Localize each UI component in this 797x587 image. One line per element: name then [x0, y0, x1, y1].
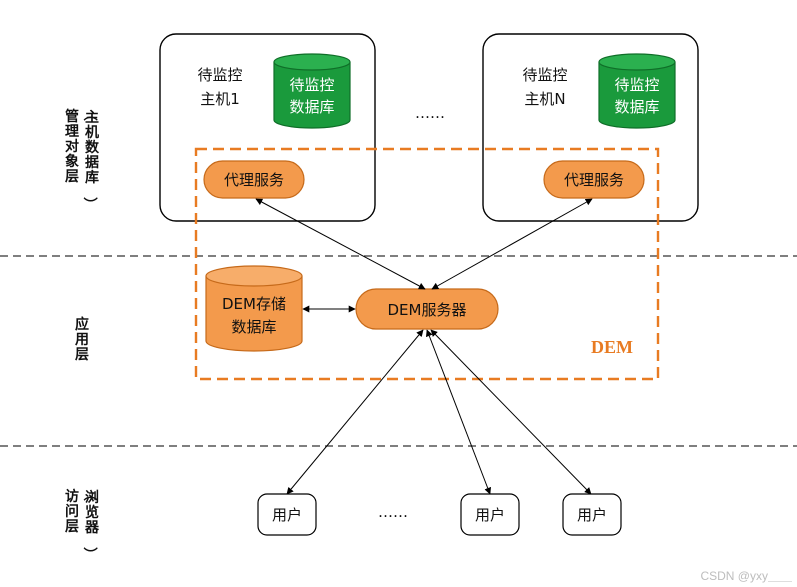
dem-server: [355, 288, 499, 330]
user-box-1: [257, 493, 317, 536]
layer-label-application: 应用层: [75, 316, 89, 363]
host-1-database-icon: [273, 53, 351, 129]
dem-storage-line1: DEM存储: [222, 295, 286, 313]
dem-storage-line2: 数据库: [231, 318, 276, 336]
host-n-label-line2: 主机N: [524, 90, 565, 108]
host-n-agent-service: [543, 160, 645, 199]
host-ellipsis: ……: [415, 104, 445, 122]
user-box-3: [562, 493, 622, 536]
host-1-agent-label: 代理服务: [224, 171, 284, 189]
host-1-label-line1: 待监控: [197, 66, 242, 84]
arrow-server-user2: [425, 329, 492, 495]
layer-label-browser-col-a: （浏览器）: [81, 487, 100, 561]
user-label-1: 用户: [272, 506, 302, 524]
dem-label: DEM: [591, 337, 633, 357]
host-n-label-line1: 待监控: [522, 66, 567, 84]
host-n-agent-label: 代理服务: [564, 171, 624, 189]
user-ellipsis: ……: [378, 503, 408, 521]
host-n-database-icon: [598, 53, 676, 129]
arrow-server-user1: [286, 329, 424, 495]
layer-label-management: （主机数据库） 管理对象层: [65, 107, 100, 211]
user-box-2: [460, 493, 520, 536]
host-n-db-line1: 待监控: [614, 76, 659, 94]
user-label-2: 用户: [475, 506, 505, 524]
host-n-db-line2: 数据库: [614, 98, 659, 116]
arrow-agentn-server: [431, 198, 593, 290]
host-1-db-line2: 数据库: [289, 98, 334, 116]
dem-server-label: DEM服务器: [388, 301, 467, 319]
arrow-agent1-server: [255, 198, 426, 290]
watermark: CSDN @yxy＿＿: [700, 569, 792, 583]
layer-label-browser: （浏览器） 访问层: [65, 487, 100, 561]
arrow-server-user3: [430, 329, 592, 495]
host-1-label-line2: 主机1: [200, 90, 240, 108]
user-label-3: 用户: [577, 506, 607, 524]
layer-label-management-col-b: 管理对象层: [65, 108, 79, 185]
layer-label-management-col-a: （主机数据库）: [81, 107, 100, 211]
layer-label-application-text: 应用层: [75, 316, 89, 363]
host-1-agent-service: [203, 160, 305, 199]
host-1-db-line1: 待监控: [289, 76, 334, 94]
layer-label-browser-col-b: 访问层: [65, 488, 79, 535]
